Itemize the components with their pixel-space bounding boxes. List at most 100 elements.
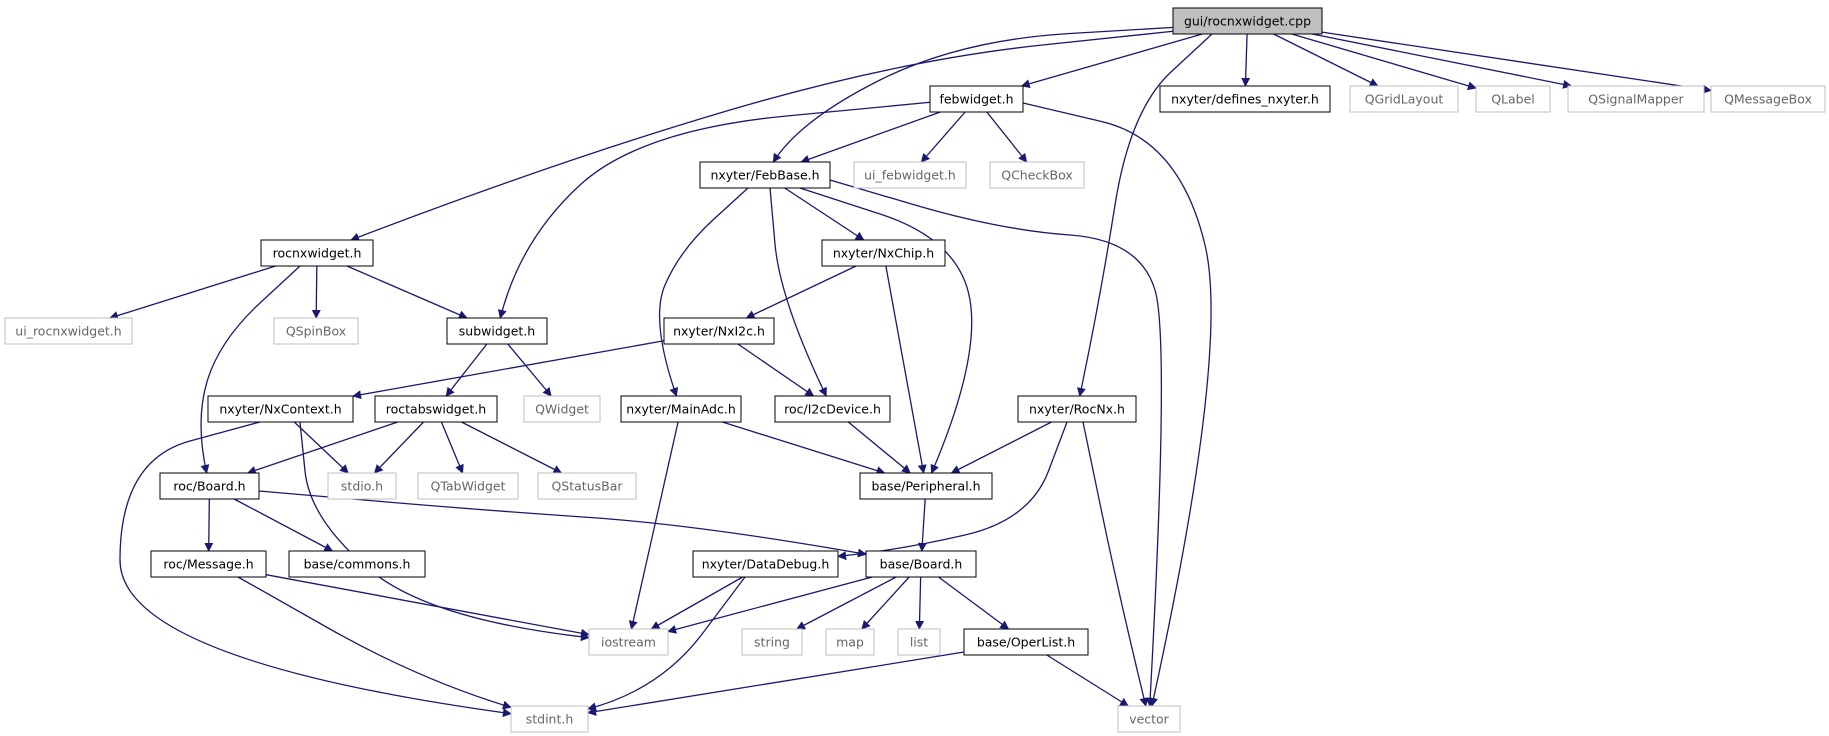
- edge-roctabs-to-qstatusbar: [461, 421, 563, 474]
- node-baseboard[interactable]: base/Board.h: [865, 550, 977, 578]
- node-peripheral[interactable]: base/Peripheral.h: [859, 472, 993, 500]
- node-label: map: [836, 635, 864, 650]
- edge-root-to-rocnxwidget: [350, 29, 1186, 242]
- edge-rocnx-to-vector: [1082, 421, 1149, 707]
- edge-rocboard-to-baseboard: [258, 490, 867, 558]
- node-box: [825, 628, 875, 656]
- node-mainadc[interactable]: nxyter/MainAdc.h: [620, 395, 742, 423]
- edge-rocnxwidget-to-ui_rocnx: [109, 265, 276, 320]
- node-label: roctabswidget.h: [386, 402, 486, 417]
- node-rocboard[interactable]: roc/Board.h: [159, 472, 260, 500]
- node-rocnx[interactable]: nxyter/RocNx.h: [1017, 395, 1137, 423]
- node-nxchip[interactable]: nxyter/NxChip.h: [821, 239, 946, 267]
- node-label: roc/I2cDevice.h: [784, 402, 881, 417]
- node-defines[interactable]: nxyter/defines_nxyter.h: [1159, 85, 1331, 113]
- node-box: [537, 472, 637, 500]
- node-label: QMessageBox: [1724, 92, 1812, 107]
- node-root[interactable]: gui/rocnxwidget.cpp: [1172, 7, 1323, 35]
- edge-rocnxwidget-to-qspinbox: [311, 265, 321, 319]
- node-operlist[interactable]: base/OperList.h: [963, 628, 1089, 656]
- node-label: vector: [1129, 712, 1170, 727]
- node-list: list: [897, 628, 941, 656]
- node-iostream: iostream: [588, 628, 669, 656]
- node-vector: vector: [1117, 705, 1181, 733]
- edge-febwidget-to-febbase: [800, 111, 941, 164]
- edge-root-to-defines: [1241, 33, 1251, 87]
- node-label: base/commons.h: [304, 557, 411, 572]
- edge-febbase-to-peripheral: [799, 187, 973, 474]
- node-map: map: [825, 628, 875, 656]
- edge-subwidget-to-qwidget: [507, 343, 552, 397]
- edge-nxi2c-to-nxcontext: [352, 340, 665, 400]
- edge-baseboard-to-map: [861, 576, 910, 630]
- edge-mainadc-to-peripheral: [722, 421, 886, 475]
- node-label: base/Board.h: [880, 557, 963, 572]
- node-nxi2c[interactable]: nxyter/NxI2c.h: [663, 317, 775, 345]
- node-label: QWidget: [535, 402, 589, 417]
- node-box: [1117, 705, 1181, 733]
- node-label: base/OperList.h: [977, 635, 1075, 650]
- node-box: [929, 85, 1024, 113]
- node-stdio: stdio.h: [327, 472, 397, 500]
- node-label: QLabel: [1491, 92, 1535, 107]
- node-subwidget[interactable]: subwidget.h: [446, 317, 548, 345]
- node-label: QGridLayout: [1365, 92, 1444, 107]
- edge-mainadc-to-iostream: [628, 421, 679, 630]
- edge-nxcontext-to-stdint: [119, 421, 512, 718]
- node-i2cdevice[interactable]: roc/I2cDevice.h: [774, 395, 891, 423]
- node-label: QStatusBar: [551, 479, 623, 494]
- edge-datadebug-to-iostream: [650, 576, 743, 630]
- node-rocnxwidget[interactable]: rocnxwidget.h: [260, 239, 374, 267]
- node-label: QTabWidget: [430, 479, 505, 494]
- edge-operlist-to-stdint: [587, 651, 965, 716]
- node-box: [523, 395, 601, 423]
- edge-febwidget-to-qcheckbox: [986, 111, 1028, 163]
- node-box: [159, 472, 260, 500]
- node-label: nxyter/DataDebug.h: [702, 557, 830, 572]
- node-commons[interactable]: base/commons.h: [288, 550, 426, 578]
- node-box: [620, 395, 742, 423]
- node-box: [417, 472, 519, 500]
- edge-roctabs-to-rocboard: [246, 421, 398, 475]
- node-box: [865, 550, 977, 578]
- node-datadebug[interactable]: nxyter/DataDebug.h: [692, 550, 839, 578]
- edge-febbase-to-i2cdevice: [769, 187, 827, 397]
- node-box: [1710, 85, 1826, 113]
- edge-rocmessage-to-iostream: [265, 574, 590, 638]
- edge-nxchip-to-nxi2c: [745, 265, 857, 319]
- edge-operlist-to-vector: [1046, 654, 1129, 707]
- node-label: QCheckBox: [1001, 168, 1073, 183]
- node-label: nxyter/NxContext.h: [219, 402, 341, 417]
- node-label: string: [754, 635, 790, 650]
- node-label: stdint.h: [526, 712, 574, 727]
- node-box: [446, 317, 548, 345]
- node-label: ui_rocnxwidget.h: [15, 324, 121, 339]
- node-rocmessage[interactable]: roc/Message.h: [150, 550, 267, 578]
- edge-layer: [109, 26, 1712, 718]
- node-roctabs[interactable]: roctabswidget.h: [374, 395, 498, 423]
- node-label: list: [910, 635, 928, 650]
- node-box: [1475, 85, 1551, 113]
- edge-rocnxwidget-to-rocboard: [200, 265, 301, 474]
- edge-nxi2c-to-i2cdevice: [737, 343, 815, 397]
- node-box: [4, 317, 133, 345]
- edge-root-to-qlabel: [1291, 33, 1477, 91]
- node-label: iostream: [601, 635, 656, 650]
- node-layer: gui/rocnxwidget.cpp febwidget.h nxyter/def…: [4, 7, 1826, 733]
- node-label: ui_febwidget.h: [864, 168, 956, 183]
- node-qspinbox: QSpinBox: [273, 317, 359, 345]
- node-febbase[interactable]: nxyter/FebBase.h: [699, 161, 831, 189]
- node-qcheckbox: QCheckBox: [989, 161, 1085, 189]
- node-box: [699, 161, 831, 189]
- node-box: [897, 628, 941, 656]
- node-label: nxyter/defines_nxyter.h: [1171, 92, 1319, 107]
- node-febwidget[interactable]: febwidget.h: [929, 85, 1024, 113]
- node-nxcontext[interactable]: nxyter/NxContext.h: [207, 395, 354, 423]
- edge-i2cdevice-to-peripheral: [847, 421, 911, 474]
- node-box: [327, 472, 397, 500]
- edge-febwidget-to-subwidget: [497, 101, 934, 319]
- edge-rocnxwidget-to-subwidget: [346, 265, 468, 319]
- node-string: string: [741, 628, 803, 656]
- node-qstatusbar: QStatusBar: [537, 472, 637, 500]
